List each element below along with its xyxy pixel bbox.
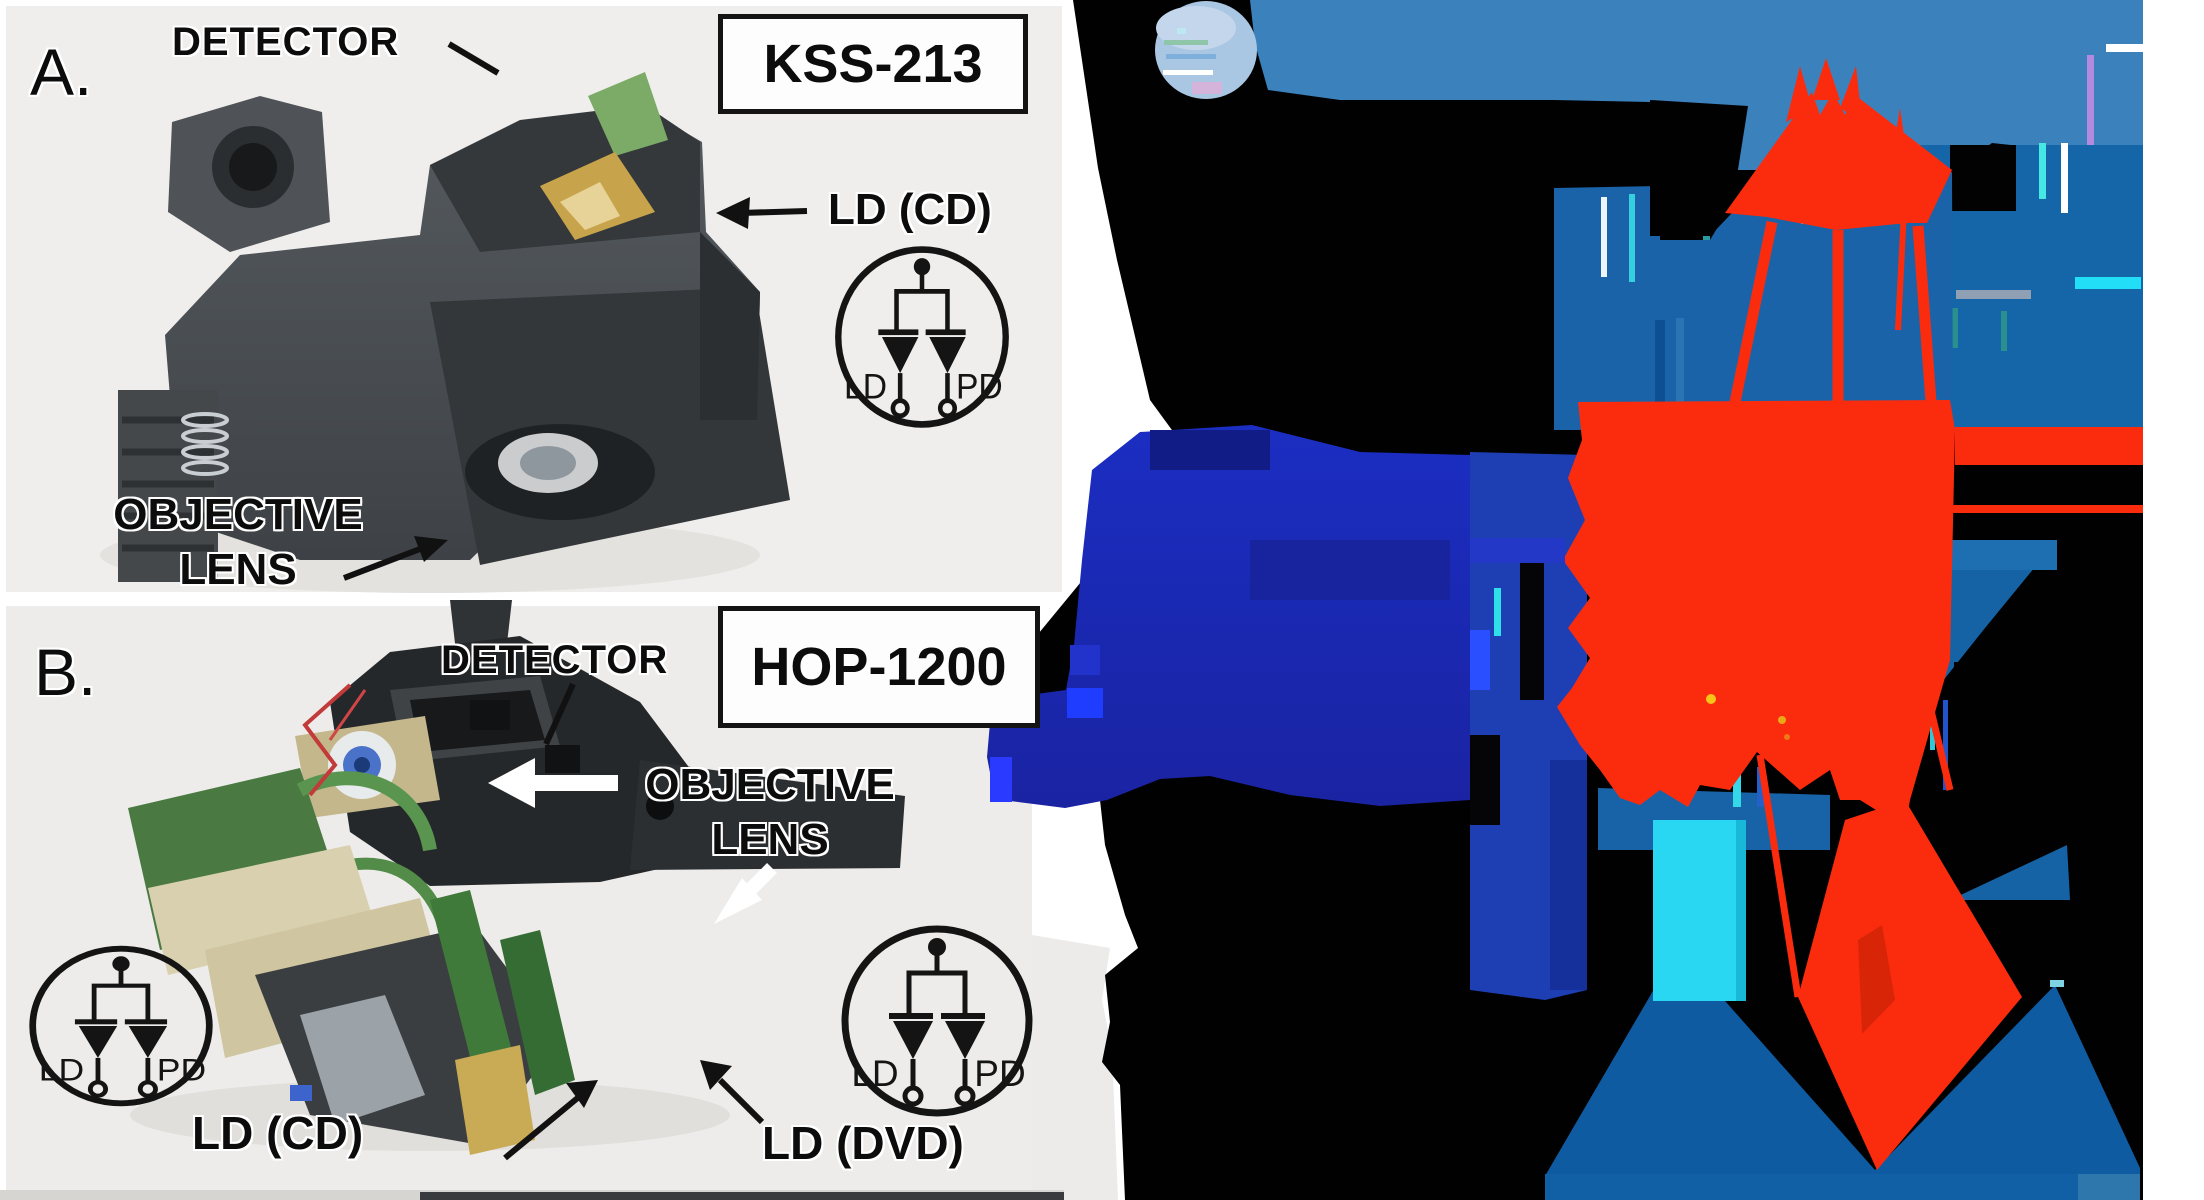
ld-cd-a-arrow-shaft <box>739 208 808 216</box>
ld-pd-diode-symbol-b-right: LD PD <box>841 925 1033 1117</box>
ld-text-b-right: LD <box>851 1053 898 1094</box>
ld-cd-label-a: LD (CD) <box>828 185 992 234</box>
white-tick <box>2106 44 2143 52</box>
beam-dark-core <box>1858 925 1895 1034</box>
cyan-filter-rect <box>1653 820 1746 1001</box>
objective-line2-b: LENS <box>711 814 829 864</box>
ld-cd-label-b: LD (CD) <box>192 1107 364 1159</box>
objective-b-white-arrowhead <box>488 758 535 808</box>
objective-line1-b: OBJECTIVE <box>645 760 895 809</box>
panel-b-edge-bump <box>1032 935 1118 1200</box>
ld-cd-b-arrow-shaft <box>503 1093 582 1161</box>
white-arrows <box>488 758 777 924</box>
panel-b-photo <box>128 600 905 1155</box>
panel-a-photo <box>100 72 790 593</box>
model-label-a: KSS-213 <box>763 34 983 94</box>
detector-b-pointer-line <box>543 682 576 746</box>
bottom-strip-dark <box>420 1192 1064 1200</box>
royal-striped-field <box>1470 452 1587 1000</box>
navy-lens-block <box>987 425 1470 808</box>
pd-text-b-left: PD <box>157 1054 206 1088</box>
ld-text-b-left: LD <box>39 1054 84 1088</box>
ld-pd-diode-symbol-b-left: LD PD <box>29 945 213 1107</box>
model-box-hop1200: HOP-1200 <box>718 606 1040 728</box>
mass-black-notch <box>1954 662 2014 728</box>
model-box-kss213: KSS-213 <box>718 14 1028 114</box>
objective-lens-label-b: OBJECTIVE LENS <box>630 758 910 867</box>
ld-cd-b-arrowhead <box>566 1080 598 1108</box>
pd-text-a: PD <box>956 368 1003 407</box>
detector-label-b: DETECTOR <box>441 638 669 682</box>
model-label-b: HOP-1200 <box>751 637 1007 697</box>
optical-path-diagram <box>987 0 2143 1200</box>
annotation-arrows <box>342 41 808 1161</box>
panel-a-tag: A. <box>30 35 93 109</box>
laser-beam-red <box>1557 58 2143 1170</box>
compact-disc <box>1155 1 1257 99</box>
objective-line2-a: LENS <box>179 544 297 594</box>
ld-dvd-arrowhead <box>700 1060 732 1090</box>
ld-dvd-label-b: LD (DVD) <box>762 1117 964 1169</box>
detector-label-a: DETECTOR <box>172 20 400 64</box>
bottom-lens-mountains <box>1545 948 2140 1200</box>
panel-b-tag: B. <box>34 635 97 709</box>
pd-text-b-right: PD <box>974 1053 1025 1094</box>
ld-text-a: LD <box>844 368 887 407</box>
ld-pd-diode-symbol-a: LD PD <box>835 246 1009 428</box>
purple-tick <box>2087 55 2094 152</box>
detector-a-pointer-line <box>447 41 500 76</box>
objective-lens-label-a: OBJECTIVE LENS <box>98 488 378 597</box>
lens-b-white-arrowhead <box>714 878 762 924</box>
disc-layer-band <box>1250 0 2143 170</box>
objective-line1-a: OBJECTIVE <box>113 490 363 539</box>
gold-dot <box>1778 716 1786 724</box>
gold-dot <box>1706 694 1716 704</box>
objective-a-arrow-shaft <box>342 546 422 581</box>
black-wedge-left <box>1650 100 1748 236</box>
ld-dvd-arrow-shaft <box>717 1077 765 1125</box>
royal-patch <box>1470 538 1565 563</box>
gold-dot <box>1784 734 1790 740</box>
ld-cd-a-arrowhead <box>716 197 750 229</box>
objective-a-arrowhead <box>414 536 448 562</box>
